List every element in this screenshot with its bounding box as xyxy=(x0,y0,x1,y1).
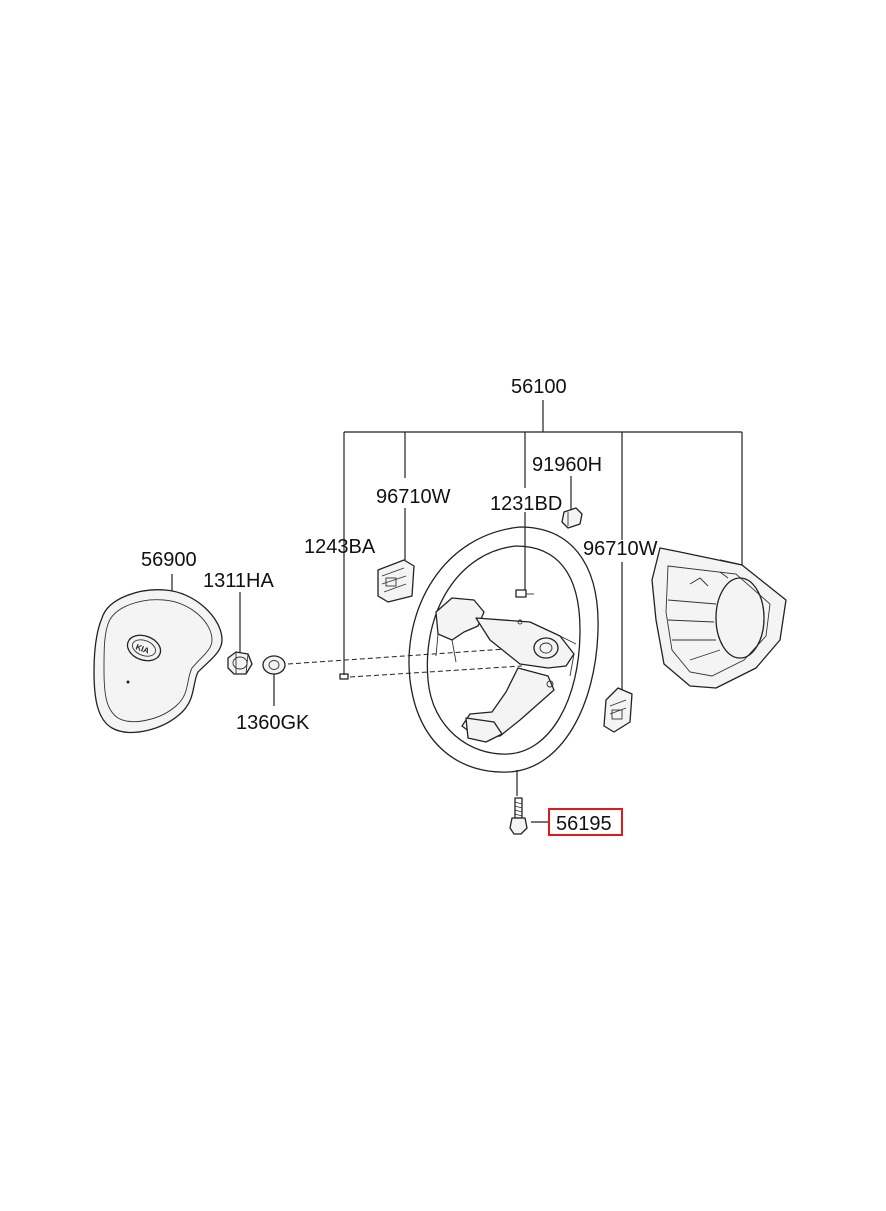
label-91960h: 91960H xyxy=(532,454,602,476)
screw-1243ba xyxy=(339,673,349,680)
nut-1311ha xyxy=(227,651,253,675)
steering-wheel-rear-cover xyxy=(651,547,787,689)
label-56195[interactable]: 56195 xyxy=(556,813,612,835)
svg-text:KIA: KIA xyxy=(134,642,150,655)
label-56900: 56900 xyxy=(141,549,197,571)
steering-wheel xyxy=(408,526,599,773)
label-56100: 56100 xyxy=(511,376,567,398)
label-1311ha: 1311HA xyxy=(203,570,274,592)
highlight-box-56195 xyxy=(548,808,623,836)
assembly-bracket-56100 xyxy=(343,400,743,675)
bolt-56195 xyxy=(509,797,528,835)
assembly-axis xyxy=(287,647,521,665)
remote-switch-right xyxy=(603,687,633,733)
bolt-1231bd xyxy=(515,589,534,598)
label-1360gk: 1360GK xyxy=(236,712,310,734)
label-96710w-left: 96710W xyxy=(376,486,451,508)
remote-switch-left xyxy=(377,559,415,603)
leader-lines xyxy=(171,476,743,823)
label-1243ba: 1243BA xyxy=(304,536,376,558)
label-96710w-right: 96710W xyxy=(583,538,658,560)
washer-1360gk xyxy=(262,655,286,675)
clip-91960h xyxy=(561,507,583,529)
bolt-axis xyxy=(349,665,523,678)
airbag-module: KIA xyxy=(93,589,223,734)
kia-logo-emblem xyxy=(126,634,162,662)
label-1231bd: 1231BD xyxy=(490,493,562,515)
